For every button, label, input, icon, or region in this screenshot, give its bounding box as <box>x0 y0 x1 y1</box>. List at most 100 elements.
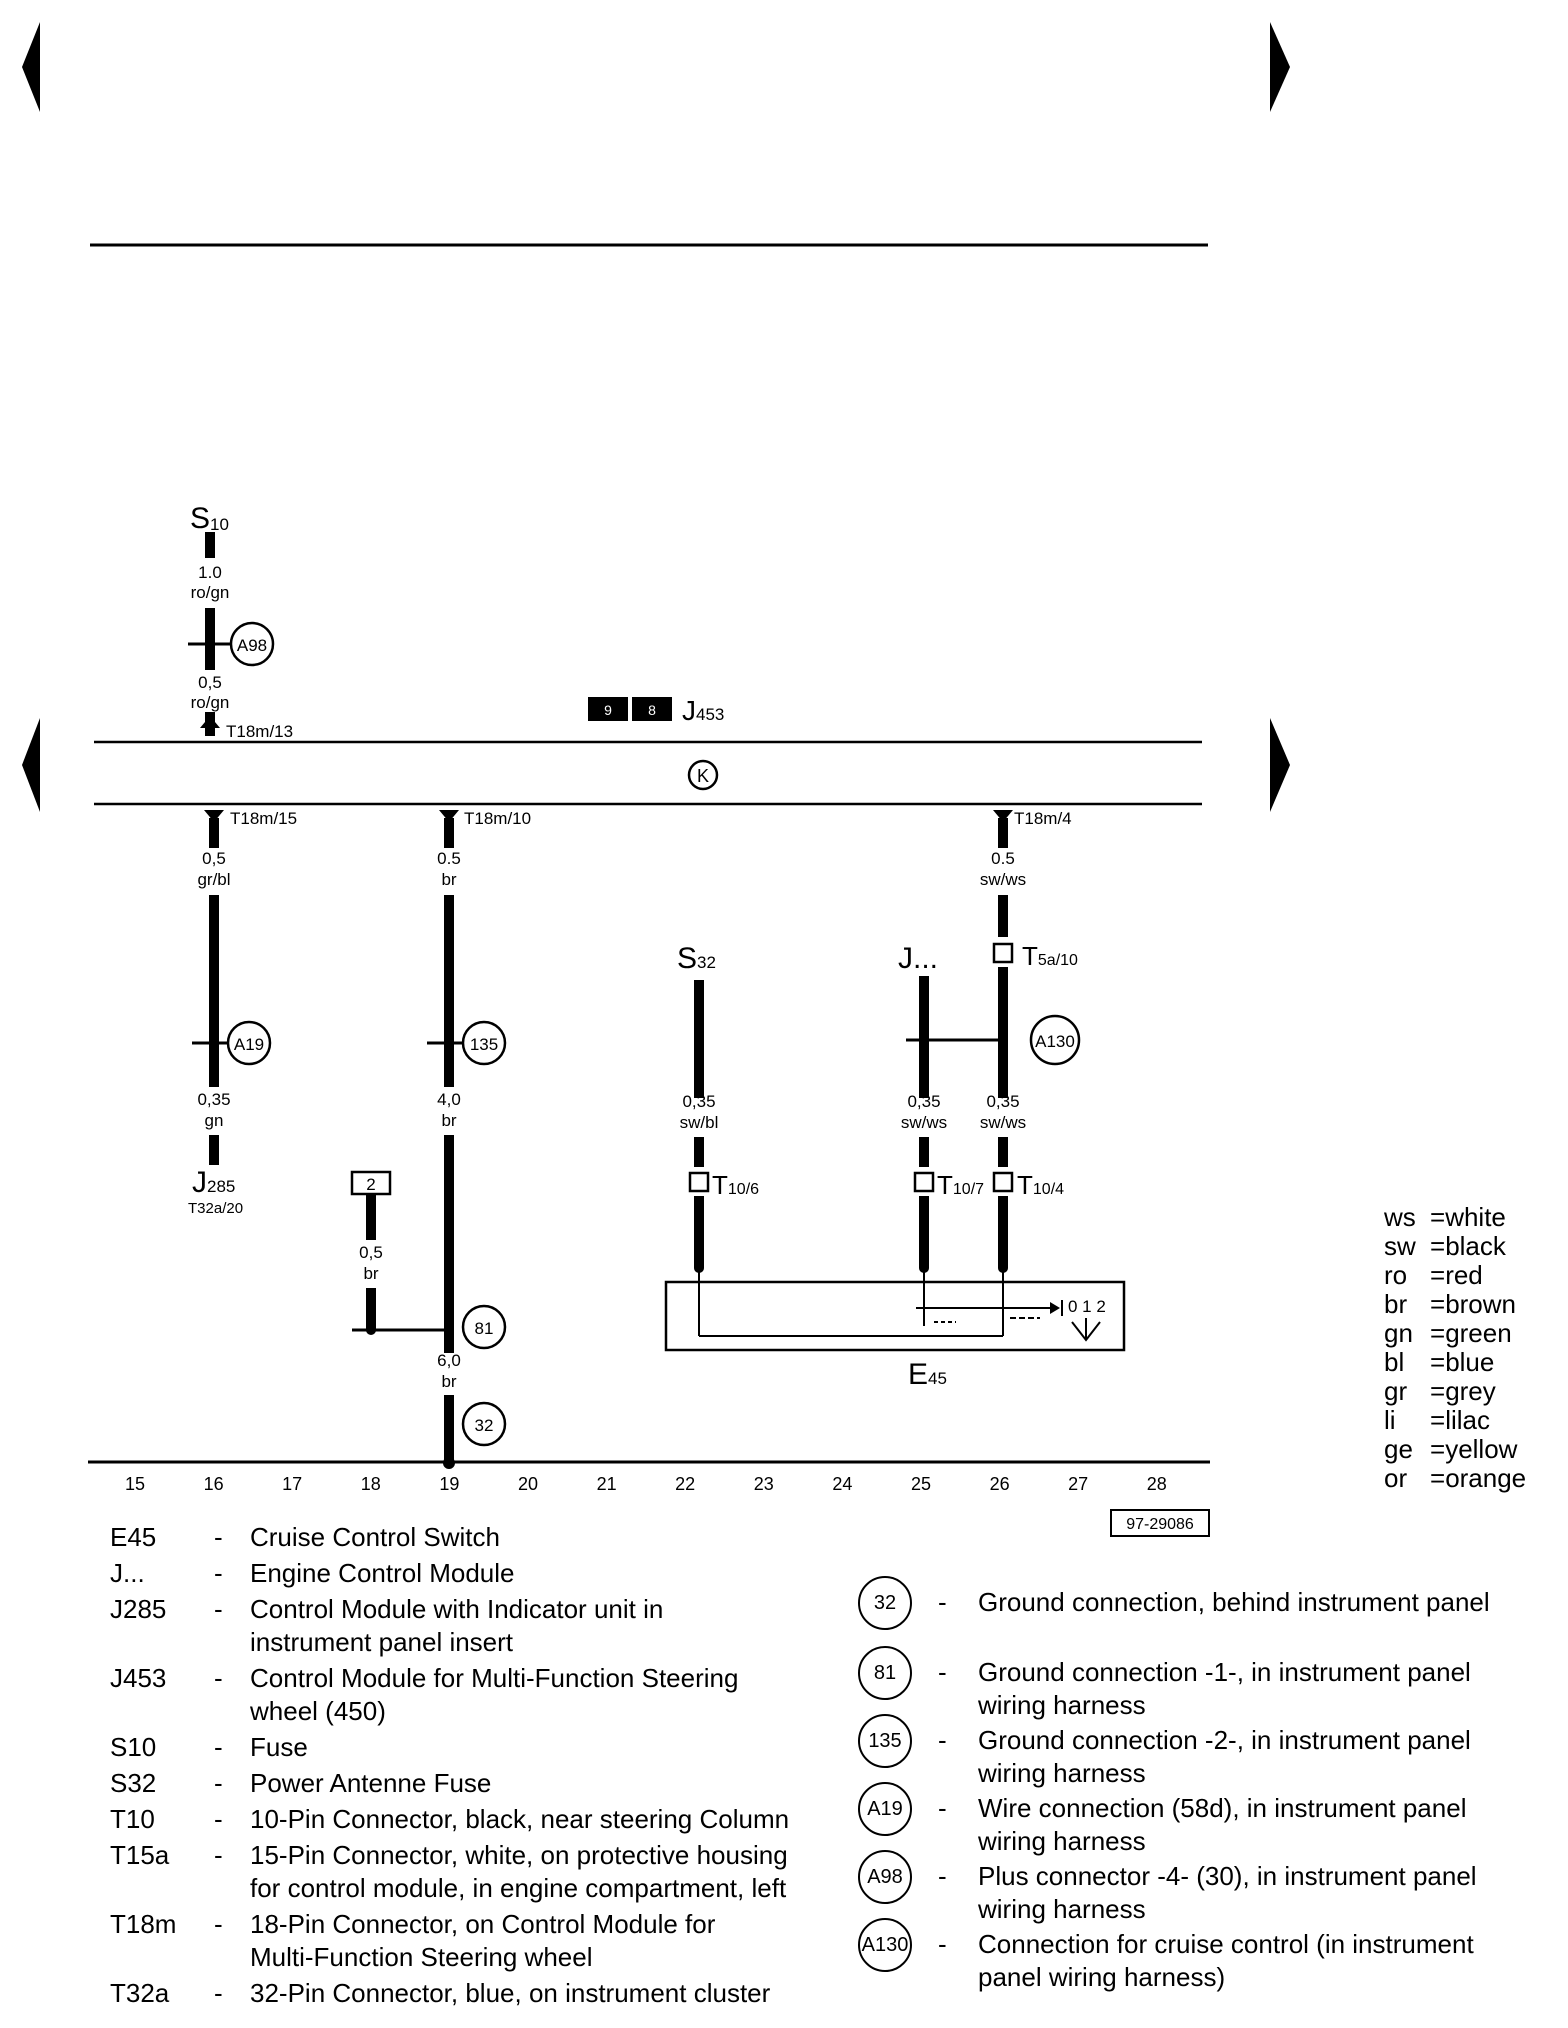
conn-81-label: 81 <box>475 1319 494 1338</box>
wire-top1-gauge: 1.0 <box>198 563 222 582</box>
ground-line: panel wiring harness) <box>978 1962 1226 1992</box>
color-key-item: br= brown <box>1384 1290 1526 1319</box>
color-name: yellow <box>1445 1434 1518 1464</box>
color-key-item: or= orange <box>1384 1464 1526 1493</box>
legend-item: J453 -Control Module for Multi-Function S… <box>110 1662 850 1728</box>
legend-code: J453 <box>110 1663 167 1693</box>
conn-a19-label: A19 <box>234 1035 264 1054</box>
wiring-diagram: S10 1.0 ro/gn A98 0,5 ro/gn T18m/13 9 8 … <box>22 22 1290 1537</box>
legend-code: J... <box>110 1558 145 1588</box>
t10-6-label: T10/6 <box>712 1170 759 1200</box>
ground-description: Ground connection -1-, in instrument pan… <box>978 1646 1538 1722</box>
wire-26-upper-stub <box>998 818 1008 848</box>
legend-item: S10-Fuse <box>110 1731 850 1764</box>
color-key-item: bl= blue <box>1384 1348 1526 1377</box>
prev-page-arrow-icon[interactable] <box>22 22 40 112</box>
w22-gauge: 0,35 <box>682 1092 715 1111</box>
w26b-color: sw/ws <box>980 1113 1026 1132</box>
ground-dash: - <box>938 1861 947 1891</box>
wire-19-upper-stub <box>444 818 454 848</box>
w19a-color: br <box>441 870 456 889</box>
ground-symbol: 81 <box>858 1646 912 1700</box>
next-page-arrow-icon[interactable] <box>1270 22 1290 112</box>
legend-description: 15-Pin Connector, white, on protective h… <box>250 1839 850 1905</box>
k-symbol <box>687 759 719 791</box>
legend-description: Fuse <box>250 1731 850 1764</box>
color-equals: = <box>1430 1376 1446 1406</box>
w19a-gauge: 0.5 <box>437 849 461 868</box>
legend-description: Engine Control Module <box>250 1557 850 1590</box>
legend-line: Engine Control Module <box>250 1558 515 1588</box>
ground-item: A130-Connection for cruise control (in i… <box>858 1918 1538 1994</box>
legend-dash: - <box>214 1558 223 1588</box>
legend-line: wheel (450) <box>250 1696 386 1726</box>
legend-line: Fuse <box>250 1732 308 1762</box>
next-arrow-icon[interactable] <box>1270 718 1290 812</box>
legend-item: T10-10-Pin Connector, black, near steeri… <box>110 1803 850 1836</box>
legend-dash: - <box>214 1768 223 1798</box>
color-key-item: ro= red <box>1384 1261 1526 1290</box>
legend-line: Control Module for Multi-Function Steeri… <box>250 1663 739 1693</box>
conn-32-label: 32 <box>475 1416 494 1435</box>
ground-description: Ground connection -2-, in instrument pan… <box>978 1714 1538 1790</box>
legend-dash: - <box>214 1663 223 1693</box>
color-name: lilac <box>1445 1405 1490 1435</box>
conn-a130-label: A130 <box>1035 1032 1075 1051</box>
column-number: 28 <box>1147 1474 1167 1494</box>
w22-color: sw/bl <box>680 1113 719 1132</box>
ground-description: Ground connection, behind instrument pan… <box>978 1576 1538 1619</box>
legend-line: 15-Pin Connector, white, on protective h… <box>250 1840 788 1870</box>
color-equals: = <box>1430 1202 1446 1232</box>
w25-color: sw/ws <box>901 1113 947 1132</box>
ground-line: Connection for cruise control (in instru… <box>978 1929 1474 1959</box>
ground-description: Wire connection (58d), in instrument pan… <box>978 1782 1538 1858</box>
w26a-color: sw/ws <box>980 870 1026 889</box>
wire-22-upper <box>694 980 704 1098</box>
legend-dash: - <box>214 1909 223 1939</box>
t32a20-label: T32a/20 <box>188 1200 243 1217</box>
e45-positions: 0 1 2 <box>1068 1297 1106 1316</box>
legend-item: T32a-32-Pin Connector, blue, on instrume… <box>110 1977 850 2010</box>
w26a-gauge: 0.5 <box>991 849 1015 868</box>
legend-line: 18-Pin Connector, on Control Module for <box>250 1909 716 1939</box>
legend-dash: - <box>214 1732 223 1762</box>
color-code: or <box>1384 1463 1408 1493</box>
color-equals: = <box>1430 1260 1446 1290</box>
column-number: 26 <box>990 1474 1010 1494</box>
conn-a19 <box>226 1020 272 1066</box>
w16a-color: gr/bl <box>197 870 230 889</box>
ground-line: wiring harness <box>978 1758 1146 1788</box>
ground-line: wiring harness <box>978 1894 1146 1924</box>
t10-6-pin-icon <box>688 1171 710 1193</box>
ground-description: Connection for cruise control (in instru… <box>978 1918 1538 1994</box>
ground-dash: - <box>938 1657 947 1687</box>
legend-dash: - <box>214 1840 223 1870</box>
color-code: bl <box>1384 1347 1405 1377</box>
pin-t18m13-icon <box>200 716 220 728</box>
color-equals: = <box>1430 1405 1446 1435</box>
conn-81 <box>461 1304 507 1350</box>
wire-16-main <box>209 895 219 1087</box>
legend-item: J... -Engine Control Module <box>110 1557 850 1590</box>
ground-item: 135-Ground connection -2-, in instrument… <box>858 1714 1538 1790</box>
w25-gauge: 0,35 <box>907 1092 940 1111</box>
color-code: ge <box>1384 1434 1413 1464</box>
legend-code: J285 <box>110 1594 167 1624</box>
legend-code: E45 <box>110 1522 157 1552</box>
conn-a98-label: A98 <box>237 636 267 655</box>
column-number: 16 <box>204 1474 224 1494</box>
ground-dash: - <box>938 1725 947 1755</box>
column-number: 15 <box>125 1474 145 1494</box>
wire-22-lower <box>694 1196 704 1268</box>
conn-a130 <box>1029 1014 1081 1066</box>
wire-18-lower <box>366 1288 376 1330</box>
legend-item: T18m-18-Pin Connector, on Control Module… <box>110 1908 850 1974</box>
legend-description: 32-Pin Connector, blue, on instrument cl… <box>250 1977 850 2010</box>
legend-line: Cruise Control Switch <box>250 1522 500 1552</box>
prev-arrow-icon[interactable] <box>22 718 40 812</box>
ground-dash: - <box>938 1929 947 1959</box>
ground-symbol: 32 <box>858 1576 912 1630</box>
color-name: red <box>1445 1260 1483 1290</box>
j453-pin-box-2 <box>632 697 672 721</box>
